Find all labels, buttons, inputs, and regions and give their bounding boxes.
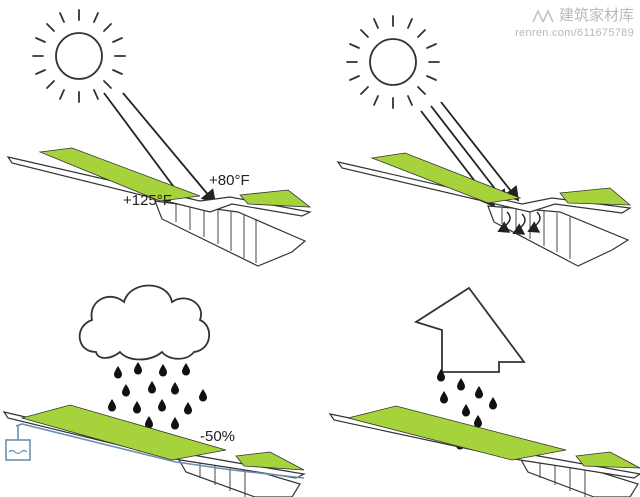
panel-ventilation — [336, 15, 632, 267]
panel-summer-heat: +125°F +80°F — [6, 9, 312, 267]
airflow-arrows — [497, 211, 541, 235]
panel-stormwater: -50% — [2, 284, 306, 497]
watermark-brand-text: 建筑家材库 — [558, 6, 634, 24]
renren-logo-icon — [531, 8, 555, 23]
sun-icon — [32, 9, 126, 103]
green-roof-section — [6, 147, 312, 267]
label-runoff-reduction: -50% — [200, 428, 235, 445]
up-arrow-icon — [413, 286, 526, 373]
green-roof-section — [336, 152, 632, 267]
cloud-icon — [78, 284, 210, 361]
label-hot-temp: +125°F — [123, 192, 172, 209]
panel-evaporation — [328, 286, 640, 497]
watermark-brand: 建筑家材库 — [515, 4, 634, 25]
watermark: 建筑家材库 renren.com/611675789 — [515, 4, 634, 39]
green-roof-section — [328, 405, 640, 497]
green-roof-section — [2, 404, 306, 497]
label-cool-temp: +80°F — [209, 172, 250, 189]
sun-icon — [346, 15, 440, 109]
water-tank-icon — [5, 439, 31, 461]
watermark-url: renren.com/611675789 — [515, 27, 634, 39]
